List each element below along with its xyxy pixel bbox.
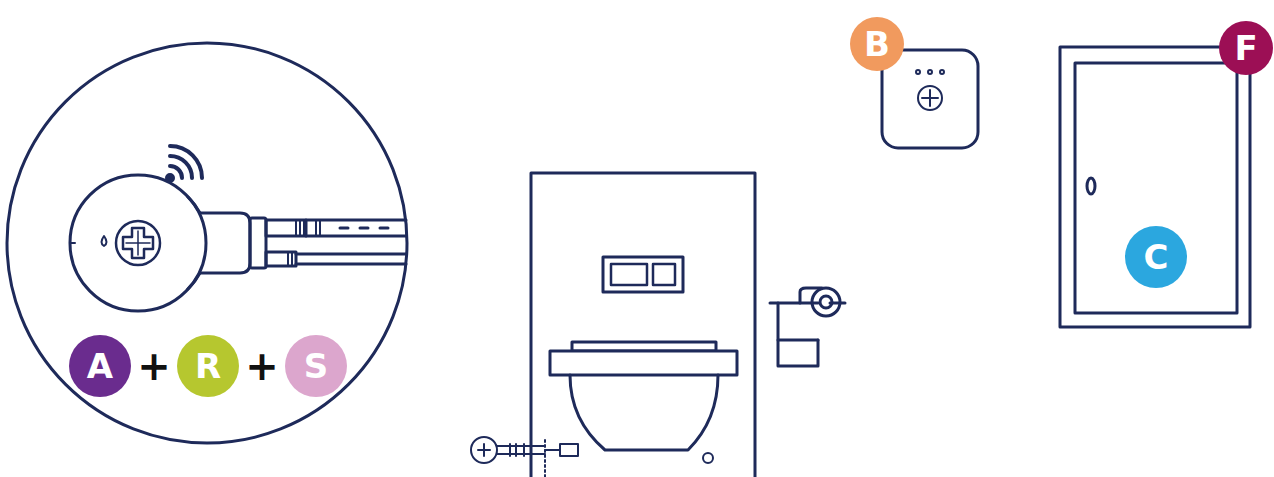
sensor-neck	[188, 197, 200, 289]
badge-fill	[850, 17, 904, 71]
badge-fill	[69, 335, 131, 397]
cable-upper	[306, 220, 406, 236]
floor-sensor	[471, 437, 578, 477]
letter-badge: B	[850, 17, 904, 71]
toilet-bowl	[570, 375, 718, 450]
plus-sign: +	[245, 346, 279, 386]
badge-letter: F	[1234, 31, 1257, 65]
badge-letter: C	[1144, 240, 1169, 274]
cable-lower	[296, 254, 406, 264]
letter-badge: S	[285, 335, 347, 397]
plug-lower	[266, 252, 296, 266]
cable-marks	[340, 227, 388, 230]
flush-button	[653, 264, 675, 285]
flush-button	[611, 264, 647, 285]
wall-bolt	[703, 453, 713, 463]
letter-badge: R	[177, 335, 239, 397]
plug-lower-ribs	[288, 252, 292, 266]
plus-sign: +	[137, 346, 171, 386]
badge-fill	[1125, 226, 1187, 288]
badge-fill	[285, 335, 347, 397]
plug-ribs	[296, 220, 320, 236]
zoom-circle	[7, 43, 407, 443]
letter-badge: C	[1125, 226, 1187, 288]
toilet-seat	[550, 351, 737, 375]
badge-letter: R	[195, 349, 221, 383]
flush-plate	[603, 257, 683, 292]
paper-holder	[770, 288, 845, 366]
badge-fill	[1219, 21, 1273, 75]
crosshair-symbol	[116, 221, 160, 265]
tick-mark	[70, 242, 75, 244]
door	[1060, 47, 1250, 327]
wireless-icon	[167, 146, 202, 181]
sensor-disc	[70, 175, 206, 311]
hub-device	[882, 50, 978, 148]
wall-panel	[531, 173, 755, 477]
letter-badge: A	[69, 335, 131, 397]
badge-letter: B	[864, 27, 890, 61]
plug-housing	[250, 218, 266, 268]
badge-letter: A	[87, 349, 113, 383]
badge-letter: S	[304, 349, 329, 383]
badge-fill	[177, 335, 239, 397]
drop-icon	[102, 236, 107, 246]
letter-badge: F	[1219, 21, 1273, 75]
